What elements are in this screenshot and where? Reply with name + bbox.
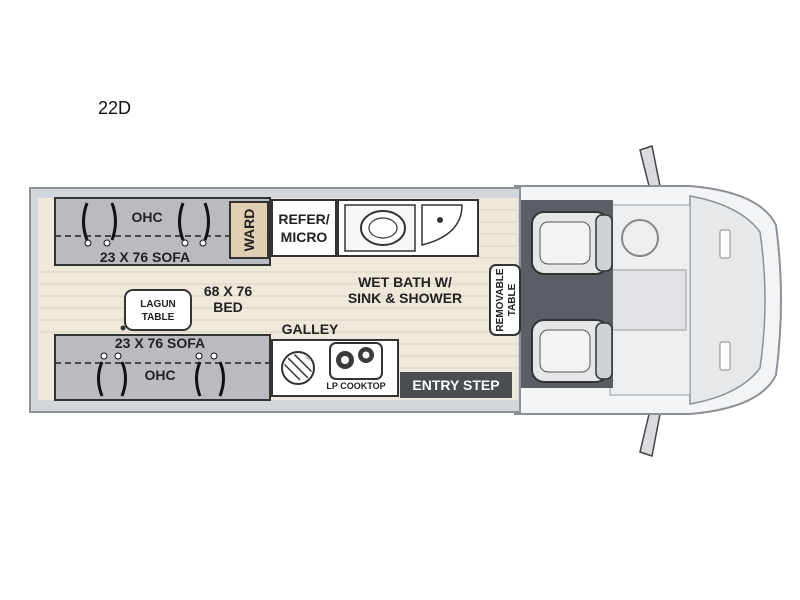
passenger-seat <box>531 319 613 383</box>
wet-bath-label-line2: SINK & SHOWER <box>348 290 462 306</box>
wet-bath <box>337 199 479 257</box>
entry-step <box>400 372 512 398</box>
sofa-bottom <box>54 334 271 401</box>
removable-table-label: TABLE <box>507 283 518 316</box>
ohc-top-label: OHC <box>131 209 162 225</box>
lp-cooktop-label: LP COOKTOP <box>326 381 385 391</box>
lagun-table-label: TABLE <box>142 312 175 323</box>
sofa-top-label: 23 X 76 SOFA <box>100 249 190 265</box>
side-mirror-top <box>639 145 661 192</box>
removable-label: REMOVABLE <box>495 268 506 331</box>
micro-label: MICRO <box>281 229 328 245</box>
floor-planks <box>40 209 518 369</box>
wardrobe <box>229 201 269 259</box>
entry-step-label: ENTRY STEP <box>412 377 499 393</box>
ohc-bottom-label: OHC <box>144 367 175 383</box>
refer-label: REFER/ <box>278 211 329 227</box>
sofa-bottom-label: 23 X 76 SOFA <box>115 335 205 351</box>
removable-table <box>489 264 521 336</box>
lagun-table <box>124 289 192 331</box>
lagun-label: LAGUN <box>140 299 176 310</box>
refrigerator-microwave <box>271 199 337 257</box>
galley-label: GALLEY <box>282 321 339 337</box>
bed-size-label: 68 X 76 <box>204 283 252 299</box>
ward-label: WARD <box>241 209 257 252</box>
bed-label: BED <box>213 299 243 315</box>
model-name: 22D <box>98 98 132 118</box>
galley-counter <box>271 339 399 397</box>
wet-bath-label-line1: WET BATH W/ <box>358 274 452 290</box>
side-mirror-bottom <box>639 408 661 457</box>
driver-seat <box>531 211 613 275</box>
